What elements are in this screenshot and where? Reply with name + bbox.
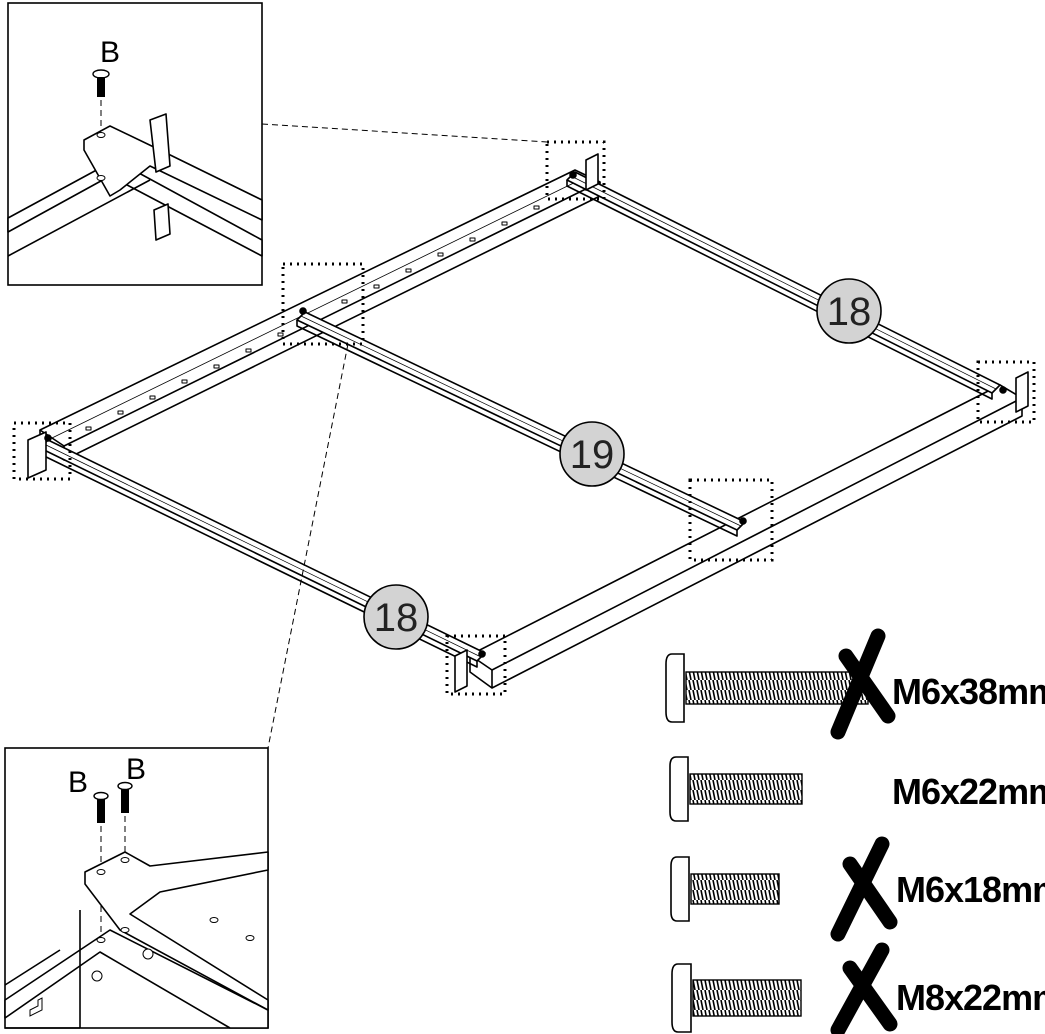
screw-label-m6x22: M6x22mm	[892, 771, 1045, 812]
detail-leaders	[261, 123, 548, 749]
cross-mark-icon	[830, 942, 898, 1034]
screw-icon	[669, 756, 803, 822]
screw-icon	[670, 856, 780, 922]
detail-inset-top: B	[7, 2, 263, 286]
screw-letter-top: B	[100, 36, 120, 69]
screw-row-m6x18: M6x18mm	[670, 836, 1045, 942]
rail-slots	[85, 205, 540, 431]
screw-icon	[665, 653, 869, 723]
joint-box-top	[545, 140, 606, 201]
screw-row-m6x22: M6x22mm	[669, 756, 1045, 822]
screw-icon	[93, 791, 109, 823]
cross-mark-icon	[830, 628, 896, 740]
cross-mark-icon	[830, 836, 898, 942]
part-badge-18-back: 18	[816, 278, 882, 344]
screw-label-m6x18: M6x18mm	[896, 869, 1045, 910]
part-label-18-back: 18	[827, 290, 872, 334]
part-badge-19: 19	[559, 421, 625, 487]
bracket-bottom	[454, 649, 468, 693]
part-badge-18-front: 18	[363, 584, 429, 650]
joint-highlights	[12, 140, 1036, 696]
screw-icon	[117, 781, 133, 813]
bed-frame-icon	[27, 153, 1029, 693]
part-label-18-front: 18	[374, 596, 419, 640]
screw-letter-bottom-right: B	[126, 753, 146, 786]
screw-chart: M6x38mm M6x22mm M6x18mm	[665, 628, 1045, 1034]
bracket-top	[585, 153, 599, 191]
joint-box-center-bottom	[688, 478, 774, 562]
joint-box-bottom	[445, 634, 507, 696]
screw-row-m8x22: M8x22mm	[671, 942, 1045, 1034]
screw-icon	[92, 69, 110, 97]
joint-box-left	[12, 421, 72, 481]
screw-icon	[671, 963, 802, 1033]
joint-box-center-top	[281, 262, 365, 346]
part-label-19: 19	[570, 433, 615, 477]
rail-18-back	[566, 171, 1001, 400]
joint-box-right	[976, 360, 1036, 424]
screw-row-m6x38: M6x38mm	[665, 628, 1045, 740]
rail-19-center	[296, 311, 746, 537]
screw-label-m8x22: M8x22mm	[896, 977, 1045, 1018]
bracket-left	[27, 431, 47, 479]
screw-letter-bottom-left: B	[68, 766, 88, 799]
detail-inset-bottom: B B	[4, 747, 269, 1029]
bracket-right	[1015, 371, 1029, 413]
screw-label-m6x38: M6x38mm	[892, 671, 1045, 712]
